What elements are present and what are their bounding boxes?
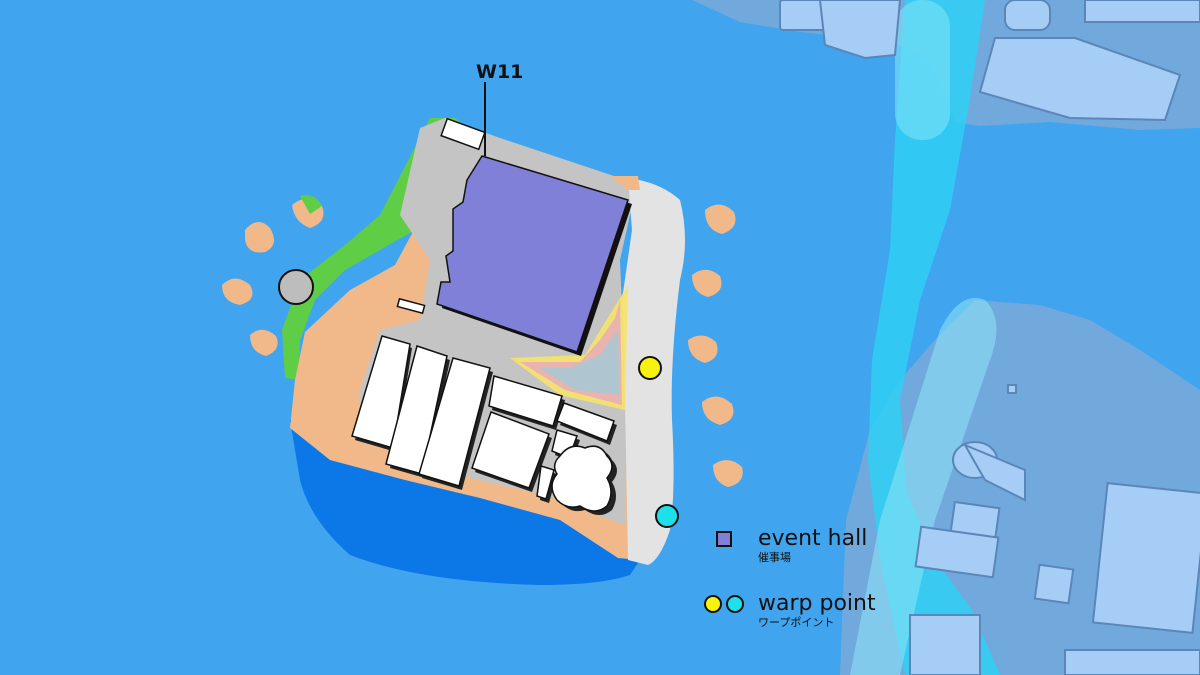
far-buildings-top	[779, 0, 1200, 122]
warp-yellow-legend-icon	[704, 595, 722, 613]
rocks	[222, 204, 743, 487]
bridge-bottom	[850, 298, 997, 675]
legend-warp-point-label: warp point	[758, 591, 876, 616]
event-hall-legend-icon	[716, 531, 732, 547]
warehouses	[351, 335, 615, 500]
blob-building	[551, 445, 613, 512]
small-buildings	[396, 117, 486, 315]
legend-event-hall-label: event hall	[758, 526, 868, 551]
event-hall	[436, 155, 629, 353]
legend-warp-point-sub: ワープポイント	[758, 616, 835, 629]
circle-plaza	[278, 269, 314, 305]
legend-event-hall: event hall 催事場	[716, 527, 867, 565]
legend-warp-point: warp point ワープポイント	[704, 592, 876, 630]
warp-point-cyan[interactable]	[655, 504, 679, 528]
sand-corner	[610, 176, 640, 190]
far-buildings-bottom	[909, 384, 1200, 675]
warp-cyan-legend-icon	[726, 595, 744, 613]
w11-label: W11	[476, 61, 523, 83]
warp-point-yellow[interactable]	[638, 356, 662, 380]
legend-event-hall-sub: 催事場	[758, 551, 791, 564]
grass-rock-top	[300, 195, 322, 214]
bridge-top	[895, 0, 950, 140]
checker-floor	[510, 285, 628, 410]
